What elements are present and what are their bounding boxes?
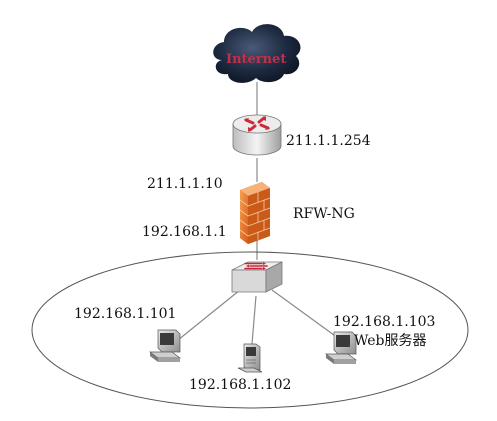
router-icon: [232, 114, 282, 156]
host-103-computer-icon: [324, 331, 358, 364]
firewall-name-label: RFW-NG: [293, 206, 355, 222]
firewall-wan-ip-label: 211.1.1.10: [147, 176, 223, 192]
link-lines: [177, 82, 339, 345]
firewall-icon: [239, 182, 271, 244]
cloud-icon: Internet: [213, 24, 301, 83]
switch-icon: [231, 261, 283, 293]
host-101-ip-label: 192.168.1.101: [74, 306, 177, 322]
link-switch-host2: [251, 295, 257, 345]
host-103-role-label: Web服务器: [354, 333, 427, 349]
host-103-ip-label: 192.168.1.103: [333, 314, 436, 330]
link-switch-host3: [271, 289, 339, 339]
host-101-computer-icon: [148, 329, 182, 362]
lan-zone-ellipse: [31, 251, 469, 409]
firewall-lan-ip-label: 192.168.1.1: [142, 224, 227, 240]
link-switch-host1: [177, 289, 241, 341]
host-102-ip-label: 192.168.1.102: [189, 377, 292, 393]
cloud-label: Internet: [226, 52, 286, 67]
host-102-computer-icon: [237, 343, 263, 373]
router-ip-label: 211.1.1.254: [286, 133, 371, 149]
